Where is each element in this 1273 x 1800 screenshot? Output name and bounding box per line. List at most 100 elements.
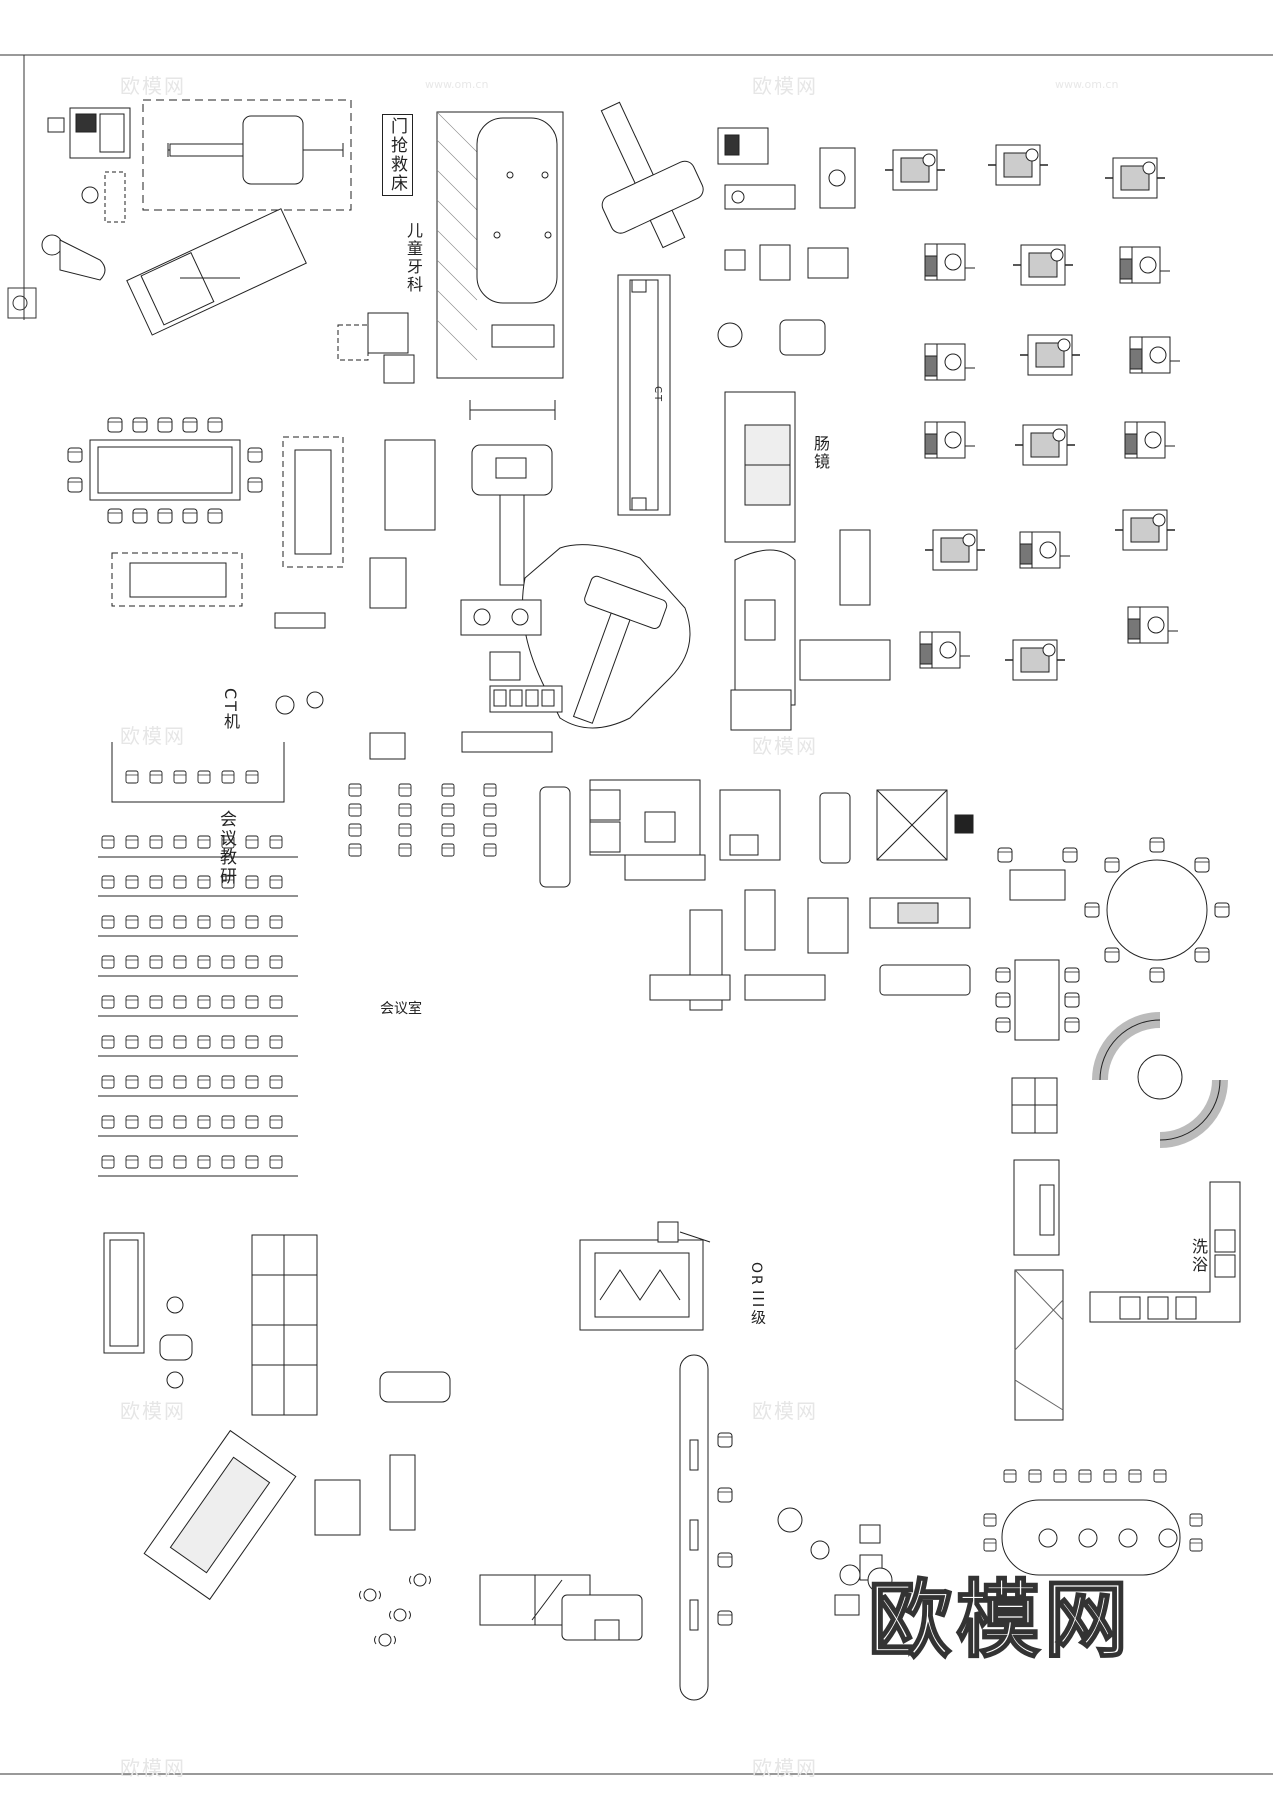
training-chair	[197, 915, 211, 929]
watermark-logo: 欧模网	[752, 1756, 818, 1780]
training-chair	[269, 1115, 283, 1129]
training-chair	[221, 955, 235, 969]
xray-table	[469, 400, 556, 586]
watermark-logo: 欧模网	[120, 1399, 186, 1423]
living-room-sets	[539, 779, 974, 1011]
training-chair	[197, 955, 211, 969]
ct-scanner-plan	[126, 101, 704, 336]
bottom-left-furniture	[103, 1232, 451, 1601]
training-chair	[245, 915, 259, 929]
imaging-bed	[617, 274, 671, 516]
training-chair	[245, 1115, 259, 1129]
training-chair	[269, 995, 283, 1009]
corridor-seating	[679, 1354, 733, 1701]
watermark-logo: 欧模网	[752, 734, 818, 758]
training-chair	[125, 835, 139, 849]
training-chair	[125, 1115, 139, 1129]
training-chair	[245, 875, 259, 889]
training-chair	[125, 1155, 139, 1169]
watermark-url: www.om.cn	[1055, 78, 1119, 91]
training-chair	[221, 995, 235, 1009]
training-chair	[125, 1075, 139, 1089]
training-chair	[197, 995, 211, 1009]
training-chair	[269, 875, 283, 889]
training-chair	[245, 835, 259, 849]
meeting-table-large	[67, 417, 263, 524]
label-or: OR	[748, 1262, 764, 1287]
pediatric-dental-unit	[436, 111, 564, 379]
label-gastroscope: 肠镜	[811, 435, 830, 471]
training-chair	[101, 1035, 115, 1049]
training-chair	[125, 875, 139, 889]
training-chair	[101, 1155, 115, 1169]
label-ct-machine: CT机	[221, 688, 240, 731]
training-chair	[269, 1075, 283, 1089]
training-chair	[101, 835, 115, 849]
training-chair	[197, 1035, 211, 1049]
training-chair	[101, 955, 115, 969]
lobby-capsule	[730, 549, 796, 731]
training-chair	[245, 955, 259, 969]
training-chair	[269, 1035, 283, 1049]
training-chair	[197, 1075, 211, 1089]
ct-gantry-plan	[522, 544, 691, 729]
training-chair	[269, 955, 283, 969]
training-chair	[197, 875, 211, 889]
training-chair	[173, 1035, 187, 1049]
training-chair-rows	[101, 835, 283, 1169]
training-chair	[101, 915, 115, 929]
training-chair	[149, 955, 163, 969]
operating-room	[579, 1221, 711, 1331]
label-meeting-room: 会议室	[380, 1001, 422, 1017]
training-chair	[101, 995, 115, 1009]
watermark-logo: 欧模网	[752, 1399, 818, 1423]
training-chair	[101, 1075, 115, 1089]
training-chair	[173, 995, 187, 1009]
training-chair	[101, 1115, 115, 1129]
training-chair	[149, 915, 163, 929]
training-chair	[173, 955, 187, 969]
dental-instruments	[717, 127, 856, 356]
bottom-office-desks	[479, 1574, 643, 1641]
reception-desk	[1013, 1159, 1241, 1421]
gym-equipment-grid	[884, 144, 1181, 681]
training-chair	[197, 1115, 211, 1129]
label-wash: 洗浴	[1189, 1238, 1208, 1274]
watermark-logo: 欧模网	[120, 724, 186, 748]
label-level-three: III级	[749, 1290, 767, 1327]
training-chair	[149, 1075, 163, 1089]
training-chair	[125, 995, 139, 1009]
training-chair	[221, 1155, 235, 1169]
training-chair	[197, 1155, 211, 1169]
label-pediatric-dental: 儿童牙科	[404, 222, 423, 294]
dental-chair-station	[41, 107, 131, 281]
training-chair	[149, 835, 163, 849]
meeting-table-medium	[111, 436, 344, 607]
training-chair	[245, 1155, 259, 1169]
training-chair	[221, 1035, 235, 1049]
plant-and-stools	[359, 1507, 893, 1647]
training-chair	[245, 995, 259, 1009]
training-chair	[269, 1155, 283, 1169]
training-chair	[149, 1155, 163, 1169]
label-ct-small: CT	[652, 386, 663, 404]
watermark-logo: 欧模网	[120, 1756, 186, 1780]
training-chair	[173, 1115, 187, 1129]
sheet-border	[0, 54, 1273, 1775]
training-chair	[269, 915, 283, 929]
training-chair	[173, 915, 187, 929]
watermark-url: www.om.cn	[425, 78, 489, 91]
training-chair	[125, 1035, 139, 1049]
training-chair	[149, 1035, 163, 1049]
training-chair	[173, 1075, 187, 1089]
training-chair	[221, 915, 235, 929]
watermark-logo: 欧模网	[752, 74, 818, 98]
training-chair	[125, 955, 139, 969]
watermark-logo: 欧模网	[120, 74, 186, 98]
training-chair	[149, 995, 163, 1009]
training-chair	[197, 835, 211, 849]
training-room-seating	[98, 742, 298, 1177]
training-chair	[173, 835, 187, 849]
bar-counter	[983, 1469, 1203, 1576]
